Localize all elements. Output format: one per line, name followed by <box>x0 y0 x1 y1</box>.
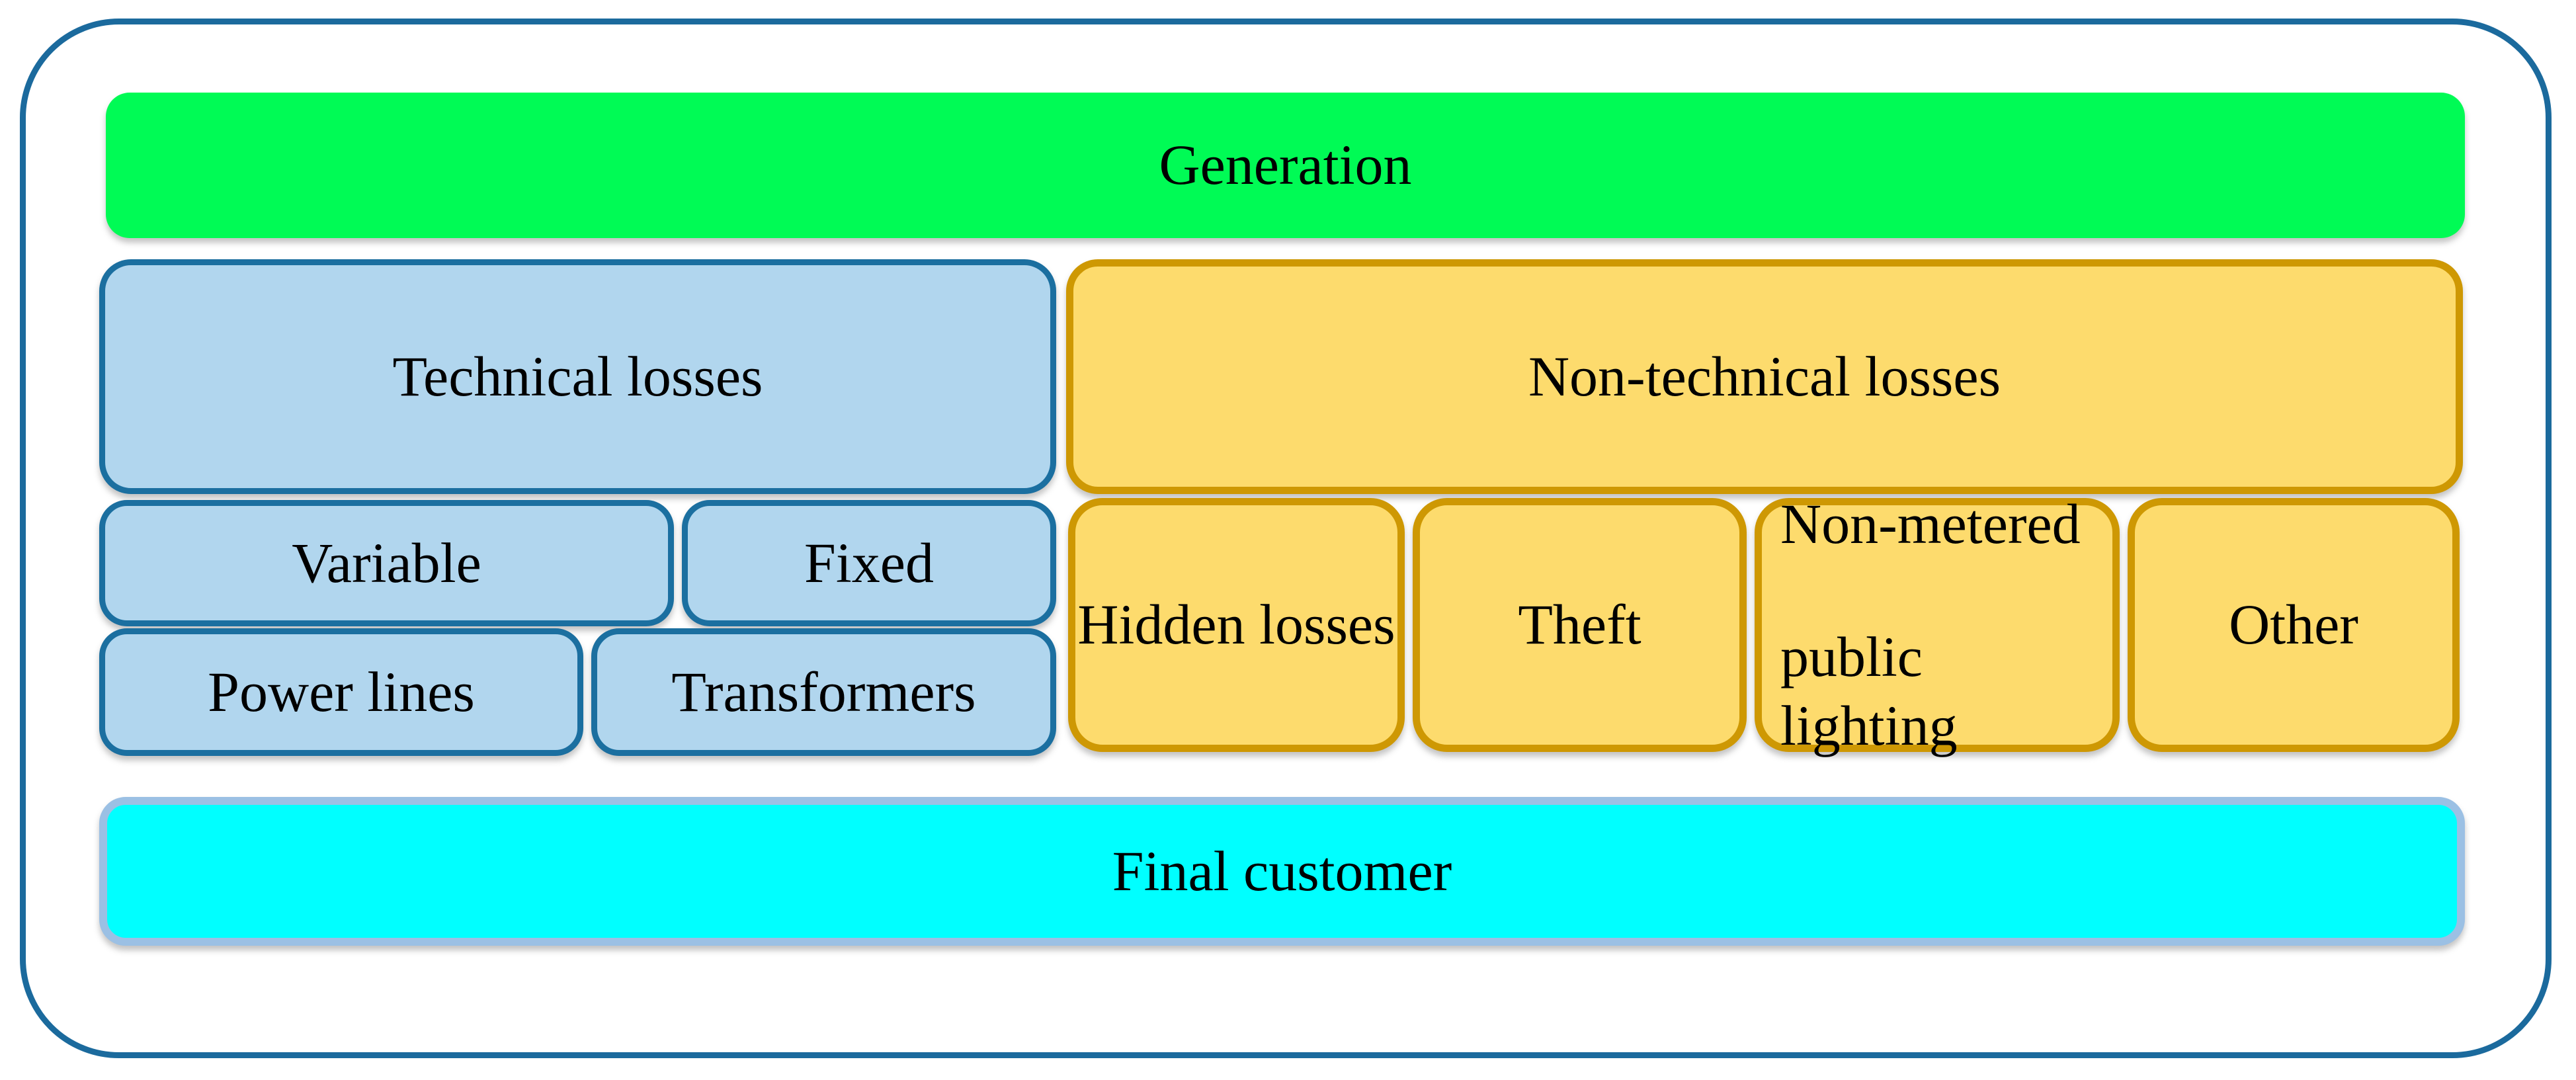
variable-label: Variable <box>292 530 481 595</box>
non-metered-label-line2: public lighting <box>1780 625 1958 757</box>
fixed-label: Fixed <box>804 530 934 595</box>
other-node: Other <box>2128 498 2460 752</box>
variable-node: Variable <box>99 500 674 626</box>
theft-node: Theft <box>1413 498 1747 752</box>
hidden-losses-node: Hidden losses <box>1068 498 1405 752</box>
other-label: Other <box>2229 593 2358 657</box>
generation-node: Generation <box>106 93 2465 238</box>
technical-losses-label: Technical losses <box>392 344 763 408</box>
final-customer-label: Final customer <box>1112 839 1452 903</box>
power-lines-label: Power lines <box>208 659 475 724</box>
hidden-losses-label: Hidden losses <box>1077 593 1395 657</box>
non-metered-public-lighting-node: Non-metered public lighting <box>1755 492 2120 757</box>
power-lines-node: Power lines <box>99 628 583 756</box>
non-technical-losses-node: Non-technical losses <box>1066 259 2463 494</box>
non-technical-losses-label: Non-technical losses <box>1528 344 2001 408</box>
transformers-node: Transformers <box>591 628 1056 756</box>
diagram-outer-frame <box>20 19 2552 1058</box>
non-metered-label-line1: Non-metered <box>1780 492 2081 556</box>
generation-label: Generation <box>1159 133 1412 197</box>
transformers-label: Transformers <box>671 659 976 724</box>
fixed-node: Fixed <box>682 500 1056 626</box>
theft-label: Theft <box>1518 593 1641 657</box>
final-customer-node: Final customer <box>99 797 2465 946</box>
technical-losses-node: Technical losses <box>99 259 1056 494</box>
